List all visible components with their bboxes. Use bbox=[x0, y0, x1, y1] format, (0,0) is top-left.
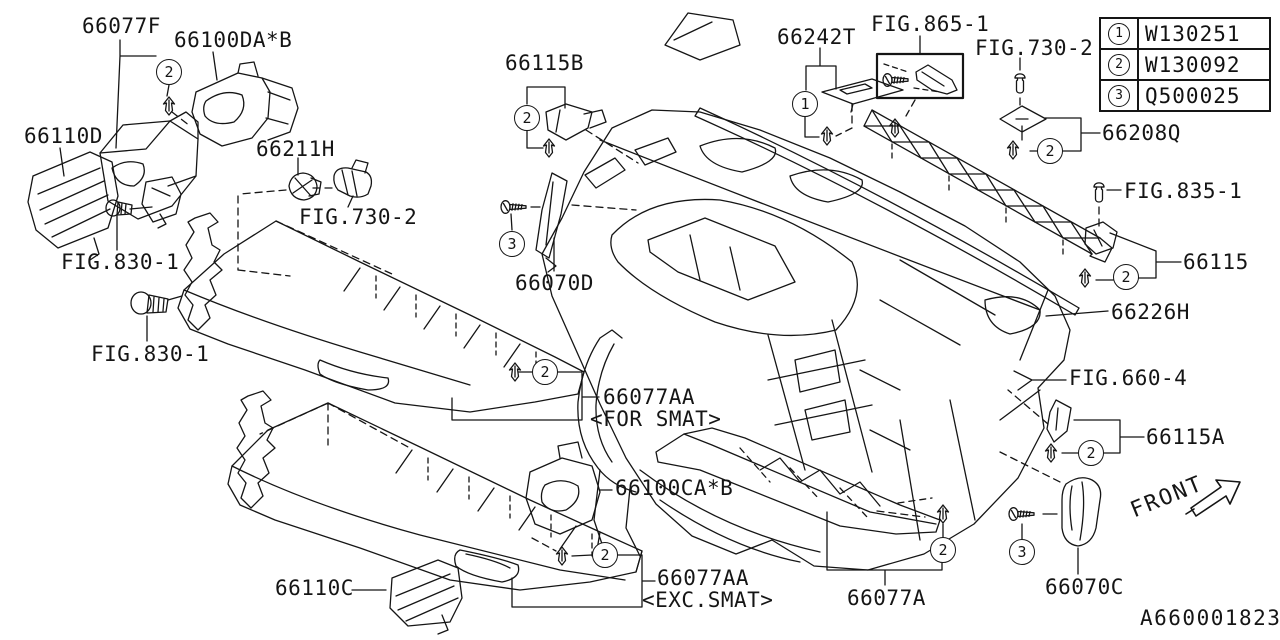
corner-trim-66115A-drawing bbox=[1046, 399, 1072, 443]
vent-duct-66100DA-drawing bbox=[191, 61, 299, 147]
clip-icon bbox=[1078, 268, 1092, 288]
clip-icon bbox=[820, 126, 834, 146]
corner-trim-66070D-drawing bbox=[535, 172, 568, 273]
part-label-66226H: 66226H bbox=[1111, 300, 1190, 324]
hidden-lines bbox=[171, 97, 1100, 552]
fig865-1-box-drawing bbox=[875, 52, 965, 100]
clip-icon bbox=[888, 118, 902, 138]
fig-ref-730-2-left: FIG.730-2 bbox=[299, 205, 418, 229]
trim-strip-66226H-drawing bbox=[694, 107, 1080, 316]
fastener-legend-table: 1 W130251 2 W130092 3 Q500025 bbox=[1099, 17, 1271, 112]
part-label-66070D: 66070D bbox=[515, 271, 594, 295]
part-label-66100CA: 66100CA*B bbox=[615, 476, 734, 500]
corner-trim-66115-drawing bbox=[1084, 221, 1118, 255]
part-label-66115A: 66115A bbox=[1146, 425, 1225, 449]
corner-trim-66115B-drawing bbox=[545, 103, 607, 141]
callout-2-icon: 2 bbox=[156, 59, 182, 85]
part-label-66211H: 66211H bbox=[256, 137, 335, 161]
legend-callout-3-icon: 3 bbox=[1108, 84, 1130, 107]
legend-part-code: Q500025 bbox=[1145, 83, 1241, 108]
leader-lines bbox=[59, 35, 1182, 608]
part-label-for-smat: <FOR SMAT> bbox=[590, 407, 722, 431]
legend-row: 3 Q500025 bbox=[1101, 79, 1269, 110]
instrument-panel-drawing bbox=[541, 12, 1071, 571]
screw-icon bbox=[1008, 507, 1035, 521]
grommet-icon bbox=[1014, 73, 1026, 94]
part-label-66077AA-exc: 66077AA bbox=[657, 566, 750, 590]
fig-ref-730-2-right: FIG.730-2 bbox=[975, 36, 1094, 60]
vent-duct-66100CA-drawing bbox=[525, 441, 601, 535]
legend-row: 1 W130251 bbox=[1101, 19, 1269, 48]
clip-icon bbox=[555, 546, 569, 566]
fig-ref-830-1-lower: FIG.830-1 bbox=[91, 342, 210, 366]
callout-1-icon: 1 bbox=[792, 91, 818, 117]
callout-2-icon: 2 bbox=[532, 359, 558, 385]
clip-icon bbox=[542, 138, 556, 158]
front-arrow-icon bbox=[1185, 479, 1241, 517]
clip-icon bbox=[1006, 140, 1020, 160]
part-label-exc-smat: <EXC.SMAT> bbox=[642, 588, 774, 612]
sensor-fig830-1-upper-drawing bbox=[105, 199, 133, 217]
clip-icon bbox=[1044, 443, 1058, 463]
sensor-66211H-drawing bbox=[288, 172, 322, 201]
fig-ref-865-1: FIG.865-1 bbox=[871, 12, 990, 36]
part-label-66115: 66115 bbox=[1183, 250, 1249, 274]
bracket-66208Q-drawing bbox=[999, 105, 1047, 141]
sensor-fig830-1-lower-drawing bbox=[130, 291, 169, 315]
callout-2-icon: 2 bbox=[930, 537, 956, 563]
part-label-66110C: 66110C bbox=[275, 576, 354, 600]
legend-callout-1-icon: 1 bbox=[1108, 22, 1130, 45]
lower-cover-66077AA-for-smat-drawing bbox=[177, 212, 585, 413]
part-label-66077AA-for: 66077AA bbox=[603, 385, 696, 409]
steering-column-cover-drawing bbox=[99, 111, 199, 229]
callout-2-icon: 2 bbox=[1113, 264, 1139, 290]
callout-3-icon: 3 bbox=[1009, 539, 1035, 565]
part-label-66208Q: 66208Q bbox=[1102, 121, 1181, 145]
part-label-66100DA: 66100DA*B bbox=[174, 28, 293, 52]
corner-trim-66070C-drawing bbox=[1061, 477, 1102, 547]
side-vent-66110D-drawing bbox=[27, 151, 119, 261]
legend-row: 2 W130092 bbox=[1101, 48, 1269, 79]
drawing-number: A660001823 bbox=[1140, 606, 1280, 630]
legend-part-code: W130251 bbox=[1145, 21, 1241, 46]
lower-cover-66077AA-exc-smat-drawing bbox=[227, 390, 643, 591]
part-label-66242T: 66242T bbox=[777, 25, 856, 49]
connector-fig730-2-left-drawing bbox=[333, 159, 373, 198]
fig-ref-830-1-upper: FIG.830-1 bbox=[61, 250, 180, 274]
defroster-grille-drawing bbox=[863, 109, 1113, 263]
part-label-66070C: 66070C bbox=[1045, 575, 1124, 599]
side-vent-66110C-drawing bbox=[389, 559, 463, 635]
callout-2-icon: 2 bbox=[514, 105, 540, 131]
callout-3-icon: 3 bbox=[499, 231, 525, 257]
callout-2-icon: 2 bbox=[1037, 138, 1063, 164]
legend-part-code: W130092 bbox=[1145, 52, 1241, 77]
screw-icon bbox=[500, 200, 527, 214]
legend-callout-2-icon: 2 bbox=[1108, 53, 1130, 76]
callout-2-icon: 2 bbox=[1078, 440, 1104, 466]
tray-66077A-drawing bbox=[655, 427, 941, 535]
part-label-66077F: 66077F bbox=[82, 14, 161, 38]
part-label-66077A: 66077A bbox=[847, 586, 926, 610]
fig-ref-835-1: FIG.835-1 bbox=[1124, 179, 1243, 203]
grommet-icon bbox=[1093, 182, 1105, 203]
part-label-66115B: 66115B bbox=[505, 51, 584, 75]
part-label-66110D: 66110D bbox=[24, 124, 103, 148]
callout-2-icon: 2 bbox=[592, 542, 618, 568]
fig-ref-660-4: FIG.660-4 bbox=[1069, 366, 1188, 390]
